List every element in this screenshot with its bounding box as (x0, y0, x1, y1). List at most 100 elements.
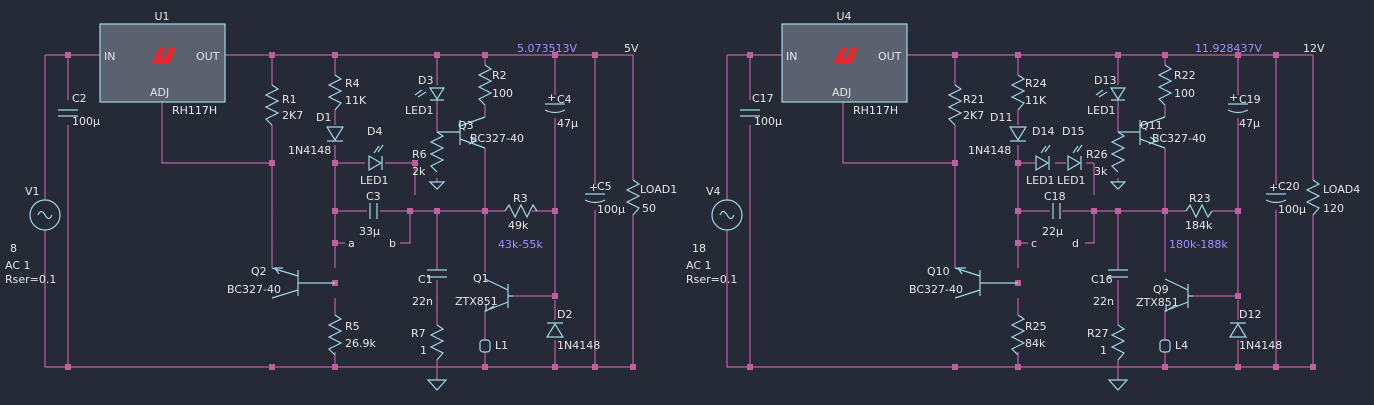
c5-value: 100µ (597, 203, 625, 216)
left-capacitor-c3[interactable]: C3 33µ (359, 190, 381, 238)
right-transistor-q10[interactable]: Q10 BC327-40 (909, 265, 1018, 299)
v4-value: 18 (692, 242, 706, 255)
left-voltage-readout: 5.073513V (517, 42, 577, 55)
right-resistor-r27[interactable]: R27 1 (1087, 324, 1126, 361)
right-diode-d12[interactable]: D12 1N4148 (1228, 308, 1282, 352)
right-capacitor-c19[interactable]: + C19 47µ (1227, 91, 1261, 130)
left-transistor-q3[interactable]: Q3 BC327-40 (437, 116, 524, 149)
q2-ref: Q2 (251, 265, 267, 278)
d13-value: LED1 (1087, 104, 1116, 117)
right-diode-d11[interactable]: D11 1N4148 (968, 111, 1028, 157)
u1-in-label: IN (104, 50, 115, 63)
c4-polarity: + (547, 91, 556, 104)
right-capacitor-c17[interactable]: C17 100µ (740, 92, 782, 128)
right-regulator-u4[interactable]: U4 IN OUT ADJ RH117H (781, 10, 908, 117)
left-resistor-r4[interactable]: R4 11K (327, 74, 367, 111)
left-capacitor-c2[interactable]: C2 100µ (58, 92, 100, 128)
left-diode-d2[interactable]: D2 1N4148 (545, 308, 600, 352)
left-capacitor-c5[interactable]: + C5 100µ (584, 180, 625, 216)
r5-value: 26.9k (345, 337, 376, 350)
r23-ref: R23 (1189, 192, 1211, 205)
left-resistor-r7[interactable]: R7 1 (411, 324, 445, 361)
left-resistor-r5[interactable]: R5 26.9k (327, 314, 376, 356)
left-resistor-r1[interactable]: R1 2K7 (264, 84, 303, 126)
node-d-label: d (1072, 237, 1079, 250)
left-resistor-r3[interactable]: R3 49k (504, 192, 538, 232)
d1-ref: D1 (316, 111, 331, 124)
load1-value: 50 (642, 202, 656, 215)
left-transistor-q2[interactable]: Q2 BC327-40 (227, 265, 335, 299)
left-resistor-r2[interactable]: R2 100 (477, 64, 513, 106)
v4-ac: AC 1 (686, 259, 712, 272)
r3-value: 49k (508, 219, 529, 232)
r6-value: 2k (412, 165, 426, 178)
c3-ref: C3 (366, 190, 381, 203)
right-junctions (747, 52, 1316, 370)
left-led-d4[interactable]: D4 LED1 (360, 125, 389, 187)
u4-part: RH117H (853, 104, 898, 117)
c16-value: 22n (1093, 295, 1114, 308)
node-c-label: c (1031, 237, 1037, 250)
right-transistor-q11[interactable]: Q11 BC327-40 (1118, 116, 1206, 149)
c4-value: 47µ (557, 117, 578, 130)
left-regulator-u1[interactable]: U1 IN OUT ADJ RH117H (99, 10, 226, 117)
r21-ref: R21 (963, 93, 985, 106)
right-capacitor-c20[interactable]: + C20 100µ (1265, 180, 1306, 216)
right-inductor-l4[interactable]: L4 (1159, 339, 1188, 353)
right-resistor-r21[interactable]: R21 2K7 (947, 84, 985, 126)
right-capacitor-c16[interactable]: C16 22n (1091, 269, 1128, 308)
c18-value: 22µ (1042, 225, 1063, 238)
left-led-d3[interactable]: D3 LED1 (405, 74, 446, 117)
r7-ref: R7 (411, 327, 426, 340)
d2-value: 1N4148 (557, 339, 600, 352)
u1-ref: U1 (154, 10, 169, 23)
c1-ref: C1 (418, 273, 433, 286)
left-inductor-l1[interactable]: L1 (479, 339, 508, 353)
c19-polarity: + (1229, 91, 1238, 104)
right-led-d13[interactable]: D13 LED1 (1087, 74, 1127, 117)
r1-ref: R1 (282, 93, 297, 106)
r22-ref: R22 (1174, 69, 1196, 82)
load1-ref: LOAD1 (640, 183, 677, 196)
lt-logo-icon (834, 47, 858, 63)
left-transistor-q1[interactable]: Q1 ZTX851 (455, 272, 513, 313)
q1-value: ZTX851 (455, 295, 498, 308)
v1-ref: V1 (25, 185, 40, 198)
right-ground-icon (1107, 379, 1129, 391)
left-source-v1[interactable]: V1 8 AC 1 Rser=0.1 (5, 185, 61, 286)
right-resistor-r24[interactable]: R24 11K (1010, 74, 1047, 111)
left-load-resistor[interactable]: LOAD1 50 (625, 179, 677, 216)
right-resistor-r25[interactable]: R25 84k (1010, 314, 1047, 356)
right-resistor-r26[interactable]: R26 3k (1086, 131, 1127, 190)
r3-ref: R3 (513, 192, 528, 205)
right-source-v4[interactable]: V4 18 AC 1 Rser=0.1 (686, 185, 743, 286)
right-resistor-r22[interactable]: R22 100 (1157, 64, 1196, 106)
right-capacitor-c18[interactable]: C18 22µ (1042, 190, 1066, 238)
left-net-label: 5V (624, 42, 639, 55)
r27-value: 1 (1100, 344, 1107, 357)
d2-ref: D2 (557, 308, 572, 321)
right-transistor-q9[interactable]: Q9 ZTX851 (1136, 278, 1193, 313)
q11-ref: Q11 (1140, 119, 1163, 132)
right-led-d14[interactable]: D14 LED1 (1026, 125, 1055, 187)
left-range-label: 43k-55k (498, 238, 543, 251)
node-a-label: a (348, 237, 355, 250)
left-resistor-r6[interactable]: R6 2k (412, 131, 446, 190)
r6-ref: R6 (412, 148, 427, 161)
right-load-resistor[interactable]: LOAD4 120 (1305, 179, 1360, 216)
right-led-d15[interactable]: D15 LED1 (1057, 125, 1086, 187)
u1-adj-label: ADJ (150, 86, 169, 99)
u1-out-label: OUT (196, 50, 220, 63)
right-wires (726, 54, 1314, 380)
left-capacitor-c4[interactable]: + C4 47µ (544, 91, 578, 130)
d1-value: 1N4148 (288, 144, 331, 157)
c16-ref: C16 (1091, 273, 1113, 286)
c19-ref: C19 (1239, 93, 1261, 106)
right-resistor-r23[interactable]: R23 184k (1185, 192, 1213, 232)
left-capacitor-c1[interactable]: C1 22n (412, 269, 447, 308)
r22-value: 100 (1174, 87, 1195, 100)
c19-value: 47µ (1239, 117, 1260, 130)
r1-value: 2K7 (282, 109, 303, 122)
left-diode-d1[interactable]: D1 1N4148 (288, 111, 345, 157)
